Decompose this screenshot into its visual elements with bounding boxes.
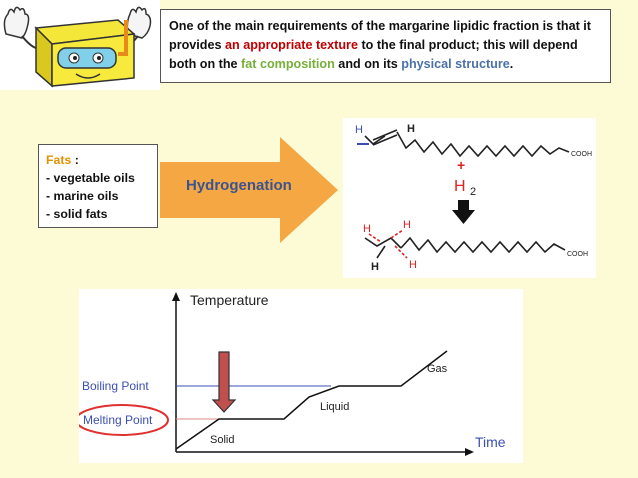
fats-colon: :	[71, 153, 79, 167]
fats-title-line: Fats :	[46, 151, 150, 169]
intro-text-part2: to the final product; this will depend b…	[169, 38, 578, 71]
reaction-down-arrow-icon	[452, 200, 475, 224]
intro-text-part3: and on its	[334, 57, 402, 71]
h2-subscript: 2	[470, 186, 476, 198]
h-bottom-bottom-right-label: H	[409, 259, 417, 271]
intro-highlight-fat-composition: fat composition	[241, 57, 335, 71]
mascot-right-hand-icon	[126, 6, 152, 39]
y-axis-label: Temperature	[190, 292, 269, 308]
phase-gas-label: Gas	[427, 363, 448, 375]
h2-h-label: H	[454, 178, 466, 195]
fats-item: - vegetable oils	[46, 171, 135, 185]
phase-solid-label: Solid	[210, 434, 234, 446]
hydrogenation-reaction-diagram: H H COOH + H 2 H H H H COOH	[343, 118, 596, 278]
h-left-label: H	[355, 124, 363, 136]
graph-axes	[175, 297, 469, 453]
hydrogenation-label: Hydrogenation	[186, 177, 292, 194]
cooh-top-label: COOH	[571, 151, 592, 158]
unsaturated-fatty-acid-chain	[357, 129, 570, 158]
h-bottom-bottom-left-label: H	[371, 261, 379, 273]
mascot-left-hand-icon	[3, 6, 30, 39]
intro-text-part4: .	[509, 57, 514, 71]
heating-curve-graph: Temperature Time Boiling Point Melting P…	[75, 289, 523, 463]
fats-list-box: Fats : - vegetable oils - marine oils - …	[38, 144, 158, 228]
cooh-bottom-label: COOH	[567, 251, 588, 258]
intro-text-part1: One of the main requirements of the marg…	[169, 19, 591, 52]
intro-text-box: One of the main requirements of the marg…	[160, 9, 611, 83]
x-axis-arrowhead-icon	[465, 448, 474, 456]
melting-indicator-arrow-icon	[211, 351, 237, 413]
plus-sign: +	[457, 157, 465, 173]
x-axis-label: Time	[475, 434, 506, 450]
h-bottom-top-left-label: H	[363, 223, 371, 235]
intro-highlight-texture: an appropriate texture	[225, 38, 358, 52]
boiling-point-label: Boiling Point	[82, 379, 149, 393]
phase-liquid-label: Liquid	[320, 401, 349, 413]
melting-point-label: Melting Point	[83, 413, 153, 427]
h-bottom-top-right-label: H	[403, 219, 411, 231]
fats-item: - solid fats	[46, 207, 108, 221]
hydrogenation-arrow-icon	[160, 137, 338, 243]
heating-curve-line	[175, 350, 448, 450]
intro-highlight-physical-structure: physical structure	[401, 57, 510, 71]
y-axis-arrowhead-icon	[172, 292, 180, 301]
fats-title: Fats	[46, 153, 72, 167]
mascot-illustration	[0, 0, 160, 90]
fats-item: - marine oils	[46, 189, 119, 203]
saturated-fatty-acid-chain	[364, 229, 566, 259]
h-top-label: H	[407, 123, 415, 135]
